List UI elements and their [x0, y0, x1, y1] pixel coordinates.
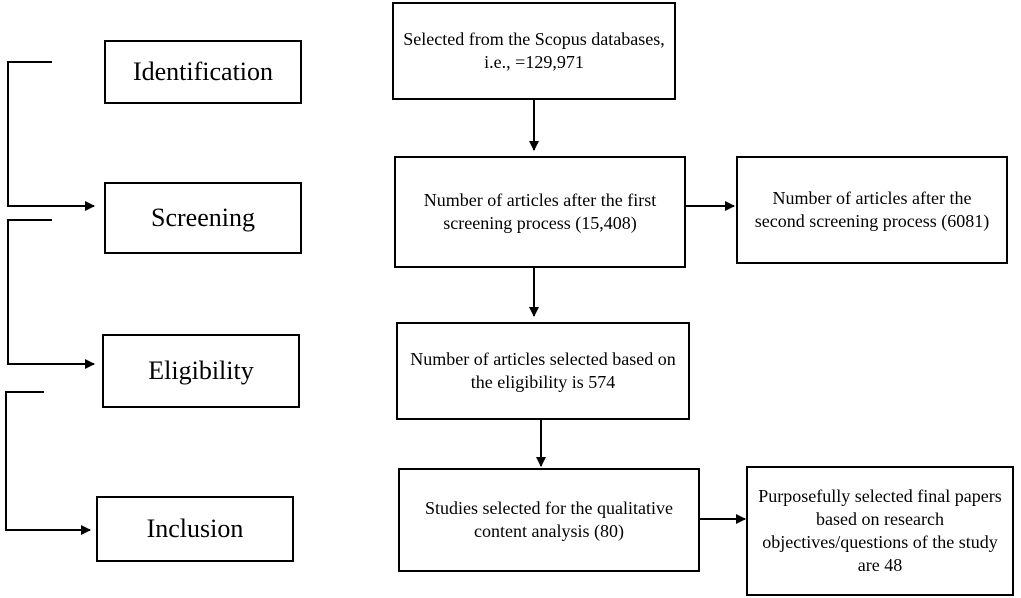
- bracket-eligibility-to-inclusion: [5, 391, 91, 535]
- stage-inclusion-label: Inclusion: [146, 514, 244, 543]
- stage-inclusion: Inclusion: [96, 496, 294, 562]
- step-first-screening-text: Number of articles after the first scree…: [423, 189, 657, 233]
- step-second-screening-text: Number of articles after the second scre…: [754, 187, 990, 231]
- step-first-screening: Number of articles after the first scree…: [394, 156, 686, 268]
- stage-eligibility: Eligibility: [102, 334, 300, 408]
- step-final-selection: Purposefully selected final papers based…: [746, 466, 1014, 596]
- step-selected-scopus-text: Selected from the Scopus databases, i.e.…: [403, 28, 665, 72]
- stage-identification-label: Identification: [132, 57, 274, 86]
- step-selected-scopus: Selected from the Scopus databases, i.e.…: [392, 2, 676, 100]
- stage-eligibility-label: Eligibility: [148, 356, 254, 385]
- step-qualitative-analysis-text: Studies selected for the qualitative con…: [425, 497, 673, 541]
- bracket-identification-to-screening: [7, 61, 95, 211]
- stage-screening: Screening: [104, 182, 302, 254]
- step-eligibility-text: Number of articles selected based on the…: [410, 348, 676, 392]
- stage-screening-label: Screening: [151, 203, 255, 232]
- step-final-selection-text: Purposefully selected final papers based…: [758, 485, 1002, 576]
- step-eligibility: Number of articles selected based on the…: [396, 322, 690, 420]
- stage-identification: Identification: [104, 40, 302, 104]
- step-qualitative-analysis: Studies selected for the qualitative con…: [398, 468, 700, 572]
- bracket-screening-to-eligibility: [7, 219, 95, 369]
- step-second-screening: Number of articles after the second scre…: [736, 156, 1008, 264]
